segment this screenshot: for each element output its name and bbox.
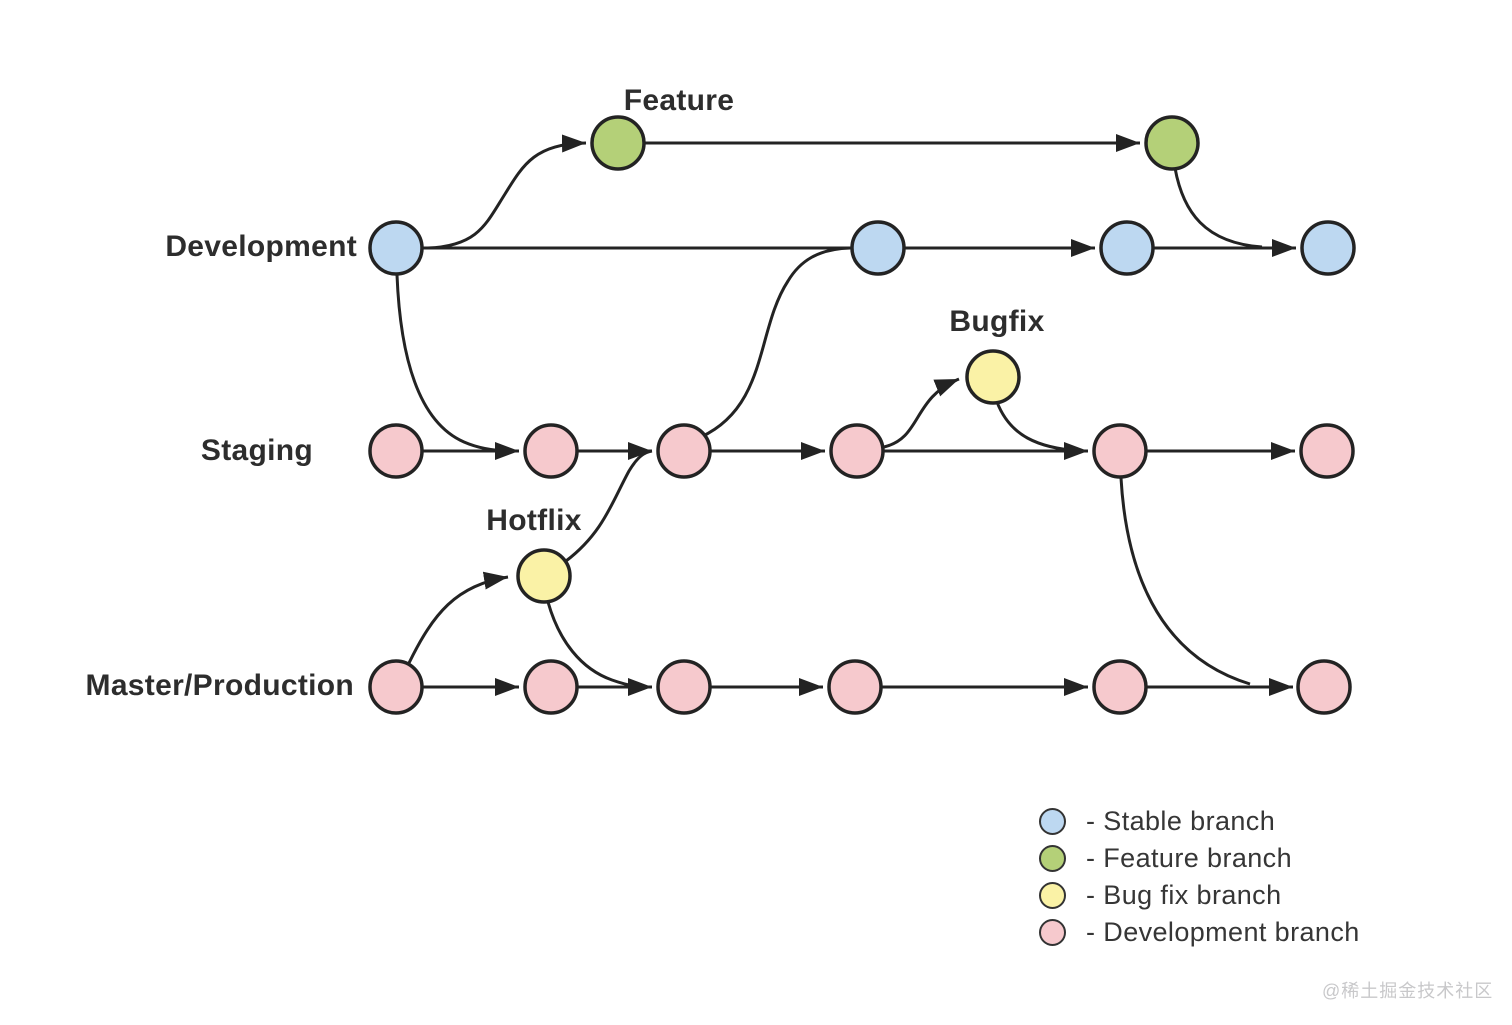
edge-master1-hotflix <box>407 571 509 664</box>
commit-node-dev-2 <box>850 220 906 276</box>
commit-node-dev-3 <box>1099 220 1155 276</box>
legend-item-stable: - Stable branch <box>1039 806 1360 836</box>
edge-stag4-bugfix <box>883 377 960 449</box>
edge-bugfix-stag5 <box>995 401 1081 453</box>
feature-branch-label: Feature <box>623 84 735 117</box>
feature-branch-swatch-icon <box>1039 845 1066 872</box>
bugfix-branch-label: Bugfix <box>949 305 1045 338</box>
commit-node-hotflix-1 <box>516 548 572 604</box>
commit-node-master-1 <box>368 659 424 715</box>
stable-branch-swatch-icon <box>1039 808 1066 835</box>
edge-stag3-dev2 <box>700 246 851 439</box>
commit-node-feature-1 <box>590 115 646 171</box>
bugfix-branch-swatch-icon <box>1039 882 1066 909</box>
commit-node-stag-6 <box>1299 423 1355 479</box>
commit-node-master-5 <box>1092 659 1148 715</box>
commit-node-stag-3 <box>656 423 712 479</box>
legend-item-label: - Feature branch <box>1086 843 1292 873</box>
commit-node-master-4 <box>827 659 883 715</box>
edge-stag5-master6 <box>1119 477 1251 686</box>
legend-item-label: - Stable branch <box>1086 806 1276 836</box>
commit-node-stag-2 <box>523 423 579 479</box>
legend-item-bugfix: - Bug fix branch <box>1039 880 1360 910</box>
commit-node-master-6 <box>1296 659 1352 715</box>
development-branch-swatch-icon <box>1039 919 1066 946</box>
staging-branch-label: Staging <box>200 434 313 467</box>
edge-feature2-dev4 <box>1173 167 1263 249</box>
hotflix-branch-label: Hotflix <box>486 504 582 537</box>
legend-item-development: - Development branch <box>1039 917 1360 947</box>
watermark: @稀土掘金技术社区 <box>1322 981 1494 1001</box>
legend-item-label: - Development branch <box>1086 917 1360 947</box>
commit-node-master-3 <box>656 659 712 715</box>
commit-node-dev-1 <box>368 220 424 276</box>
master-production-branch-label: Master/Production <box>85 669 354 702</box>
edge-hotflix-stag3 <box>565 449 653 563</box>
legend: - Stable branch - Feature branch - Bug f… <box>1039 806 1360 947</box>
commit-node-stag-4 <box>829 423 885 479</box>
development-branch-label: Development <box>165 230 357 263</box>
commit-node-bugfix-1 <box>965 349 1021 405</box>
edge-dev1-feature1 <box>427 134 587 250</box>
edge-dev1-stag2 <box>395 274 513 453</box>
commit-node-stag-1 <box>368 423 424 479</box>
commit-node-dev-4 <box>1300 220 1356 276</box>
legend-item-feature: - Feature branch <box>1039 843 1360 873</box>
commit-node-feature-2 <box>1144 115 1200 171</box>
commit-node-master-2 <box>523 659 579 715</box>
commit-node-stag-5 <box>1092 423 1148 479</box>
legend-item-label: - Bug fix branch <box>1086 880 1282 910</box>
